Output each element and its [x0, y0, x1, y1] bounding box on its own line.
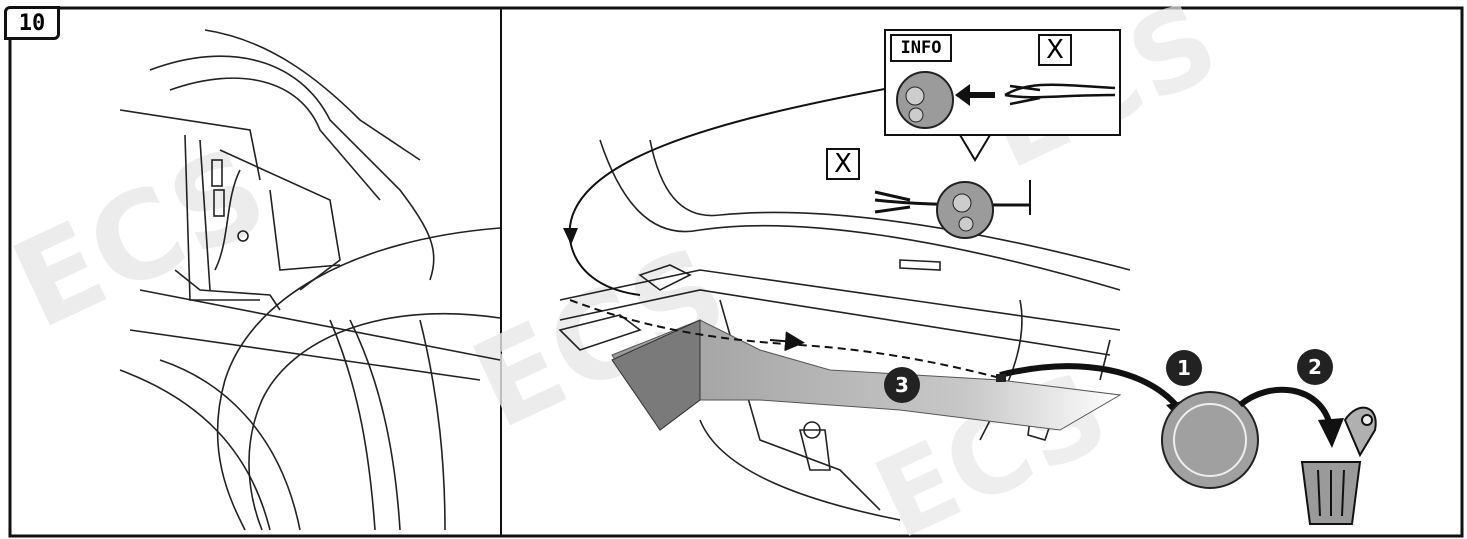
step-3-marker: 3 [884, 367, 920, 403]
trash-can-icon [1300, 406, 1377, 525]
crossed-marker-middle: X [826, 148, 860, 180]
outer-frame [8, 6, 1464, 538]
remove-plug-arrow [999, 363, 1183, 412]
grommet-icon [896, 71, 954, 129]
info-label: INFO [890, 34, 952, 62]
dispose-arrow [1238, 386, 1333, 426]
leader-arrowhead [563, 228, 578, 245]
plug-location [996, 374, 1006, 382]
side-panel-dark [611, 319, 701, 431]
step-number-badge: 10 [4, 6, 60, 40]
trunk-drawing [558, 139, 1131, 521]
leader-arrow [568, 87, 891, 296]
insert-arrow-icon [955, 84, 995, 106]
wire-bundle-icon [1004, 83, 1116, 106]
left-panel-drawing [119, 29, 501, 531]
step-1-marker: 1 [1166, 350, 1202, 386]
watermark-logo-1: ECS [0, 121, 287, 356]
crossed-marker-top: X [1038, 34, 1072, 66]
step-2-marker: 2 [1297, 349, 1333, 385]
cable-route-arrow [769, 331, 805, 352]
